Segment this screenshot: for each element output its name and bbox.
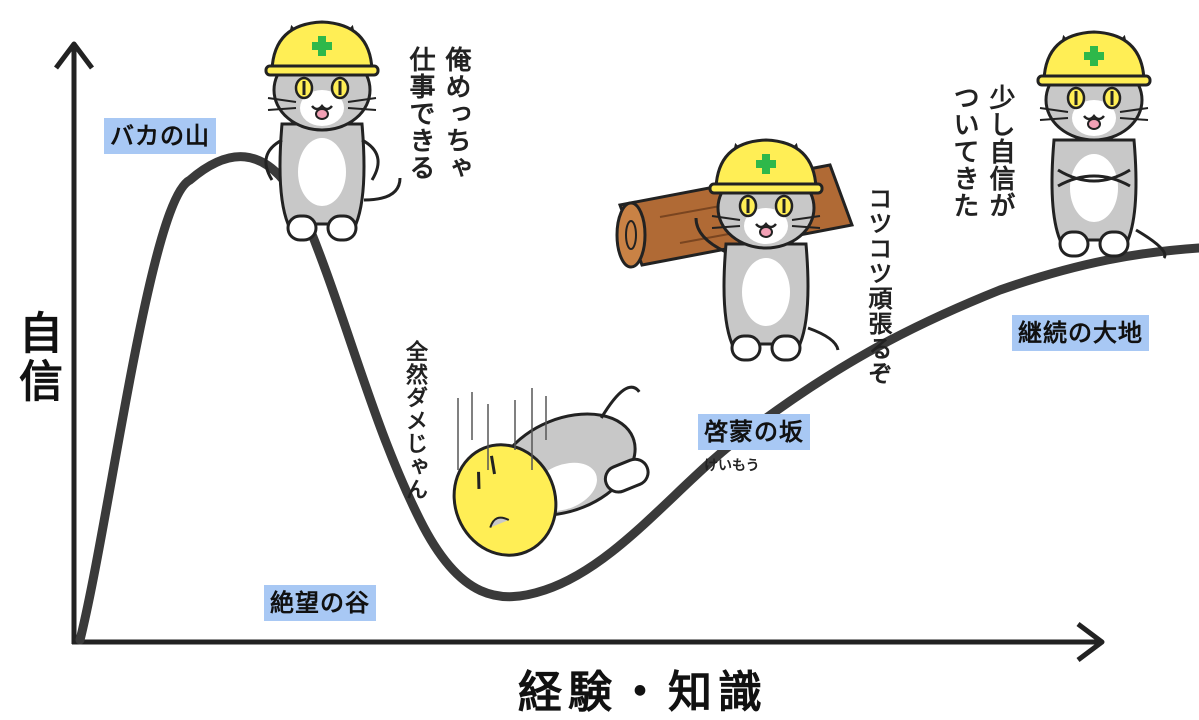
stage-label-slope: 啓蒙の坂 <box>698 414 810 450</box>
x-axis <box>72 622 1105 662</box>
speech-plateau: 少し自信が ついてきた <box>949 84 1015 219</box>
speech-valley: 全然ダメじゃん <box>402 340 427 501</box>
x-axis-label: 経験・知識 <box>518 667 768 718</box>
y-axis <box>54 41 94 644</box>
cat-slope-icon <box>694 138 840 362</box>
stage-label-peak: バカの山 <box>104 118 216 154</box>
cat-plateau-icon <box>1036 30 1167 259</box>
cat-peak-icon <box>264 20 402 242</box>
y-axis-label: 自信 <box>11 310 62 406</box>
cat-valley-icon <box>452 385 650 557</box>
confidence-curve <box>75 152 1199 645</box>
stage-label-valley: 絶望の谷 <box>264 585 376 621</box>
fall-lines <box>457 388 547 470</box>
speech-peak: 俺めっちゃ 仕事できる <box>405 46 471 181</box>
speech-slope: コツコツ頑張るぞ <box>864 186 892 386</box>
stage-label-slope-reading: けいもう <box>704 458 760 474</box>
stage-label-plateau: 継続の大地 <box>1012 315 1149 351</box>
